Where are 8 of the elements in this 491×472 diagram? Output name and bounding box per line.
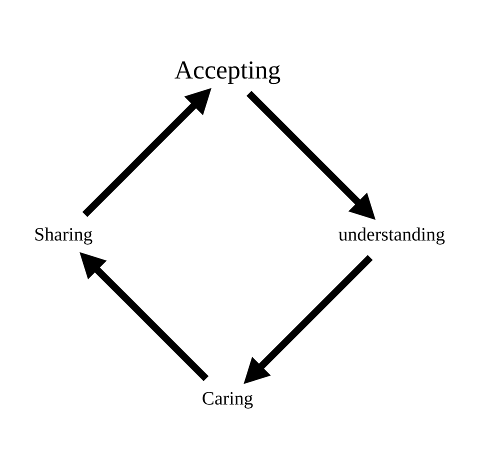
arrow	[80, 252, 209, 382]
node-text: Accepting	[174, 55, 281, 84]
arrow	[82, 88, 212, 218]
node-text: understanding	[338, 224, 445, 246]
arrow	[244, 254, 373, 384]
arrow	[246, 90, 376, 220]
node-text: Sharing	[34, 224, 93, 246]
node-text: Caring	[202, 388, 254, 410]
